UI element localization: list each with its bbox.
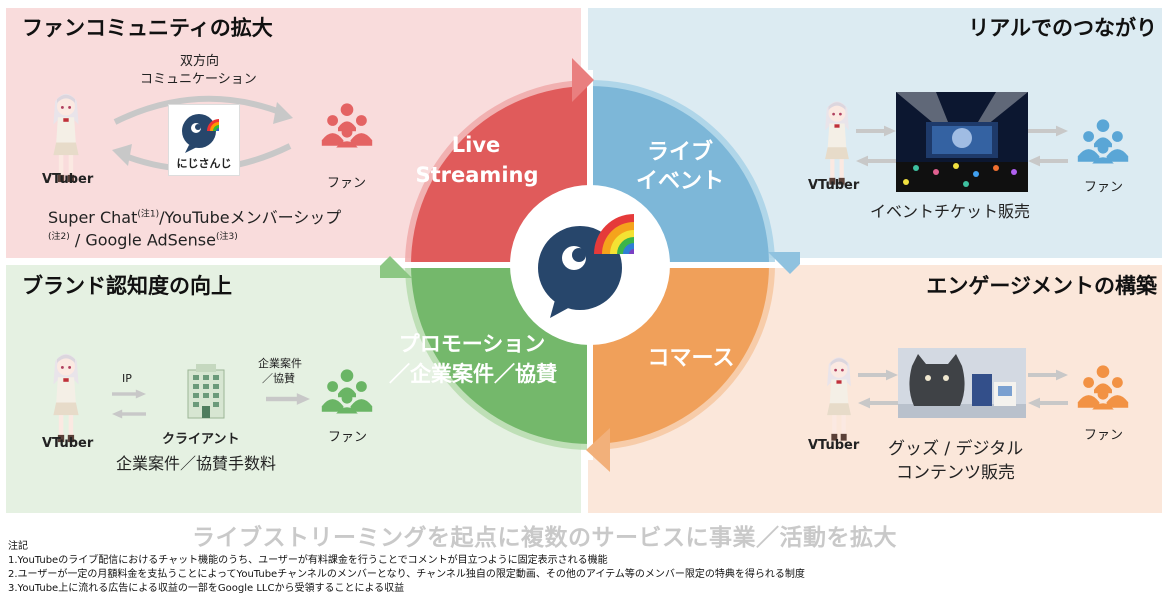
fan-group-icon <box>320 368 374 414</box>
revenue-goods-2: コンテンツ販売 <box>896 463 1015 483</box>
fan-label: ファン <box>328 430 368 445</box>
client-label: クライアント <box>162 432 240 447</box>
footnote-header: 注記 <box>8 541 28 552</box>
cycle-label-promo-2: ／企業案件／協賛 <box>389 362 557 386</box>
footnote-2: 2.ユーザーが一定の月額料金を支払うことによってYouTubeチャンネルのメンバ… <box>8 569 805 580</box>
cycle-label-promo-1: プロモーション <box>398 332 546 356</box>
cycle-label-commerce: コマース <box>647 346 735 371</box>
revenue-event-tickets: イベントチケット販売 <box>870 202 1031 221</box>
title-brand-awareness: ブランド認知度の向上 <box>22 274 232 298</box>
deal-label-1: 企業案件 <box>258 357 302 370</box>
bidirectional-label-1: 双方向 <box>180 54 220 69</box>
title-real-connection: リアルでのつながり <box>968 16 1157 40</box>
footnote-1: 1.YouTubeのライブ配信におけるチャット機能のうち、ユーザーが有料課金を行… <box>8 555 608 566</box>
cycle-label-event-2: イベント <box>635 169 724 194</box>
exchange-arrow-icon <box>1028 154 1068 168</box>
exchange-arrow-icon <box>112 408 146 420</box>
fan-group-icon <box>1076 118 1130 164</box>
vtuber-character-icon <box>48 348 84 448</box>
exchange-arrow-icon <box>858 368 898 382</box>
exchange-arrow-icon <box>856 154 896 168</box>
fan-group-icon <box>320 102 374 148</box>
nijisanji-logo-icon: にじさんじ <box>168 104 240 176</box>
exchange-arrow-icon <box>1028 368 1068 382</box>
vtuber-label: VTuber <box>808 178 860 193</box>
exchange-arrow-icon <box>266 392 310 406</box>
footnote-3: 3.YouTube上に流れる広告による収益の一部をGoogle LLCから受領す… <box>8 583 405 594</box>
exchange-arrow-icon <box>1028 396 1068 410</box>
exchange-arrow-icon <box>1028 124 1068 138</box>
fan-label: ファン <box>327 176 367 191</box>
title-fan-community: ファンコミュニティの拡大 <box>22 16 273 40</box>
footnotes: 注記 1.YouTubeのライブ配信におけるチャット機能のうち、ユーザーが有料課… <box>8 540 805 596</box>
fan-group-icon <box>1076 364 1130 410</box>
plush-goods-photo <box>898 348 1026 418</box>
vtuber-character-icon <box>820 96 854 190</box>
fan-label: ファン <box>1084 180 1124 195</box>
business-cycle-diagram <box>380 58 800 472</box>
revenue-goods-1: グッズ / デジタル <box>888 439 1024 459</box>
revenue-sponsorship: 企業案件／協賛手数料 <box>116 454 277 473</box>
cycle-label-live-2: Streaming <box>415 163 539 187</box>
nijisanji-brand-label: にじさんじ <box>176 157 232 170</box>
vtuber-character-icon <box>822 352 856 446</box>
exchange-arrow-icon <box>856 124 896 138</box>
revenue-adsense: (注2) / Google AdSense(注3) <box>48 230 238 250</box>
exchange-arrow-icon <box>858 396 898 410</box>
cycle-label-live-1: Live <box>451 133 501 157</box>
revenue-super-chat: Super Chat(注1)/YouTubeメンバーシップ <box>48 208 342 227</box>
ip-label: IP <box>122 372 132 385</box>
building-icon <box>187 364 225 419</box>
summary-caption: ライブストリーミングを起点に複数のサービスに事業／活動を拡大 <box>192 525 897 551</box>
exchange-arrow-icon <box>112 388 146 400</box>
vtuber-label: VTuber <box>42 436 94 451</box>
title-engagement: エンゲージメントの構築 <box>926 274 1157 298</box>
fan-label: ファン <box>1084 428 1124 443</box>
bidirectional-label-2: コミュニケーション <box>140 72 257 87</box>
concert-photo <box>896 92 1028 192</box>
deal-label-2: ／協賛 <box>262 372 295 385</box>
vtuber-label: VTuber <box>42 172 94 187</box>
vtuber-label: VTuber <box>808 438 860 453</box>
cycle-label-event-1: ライブ <box>646 140 713 165</box>
